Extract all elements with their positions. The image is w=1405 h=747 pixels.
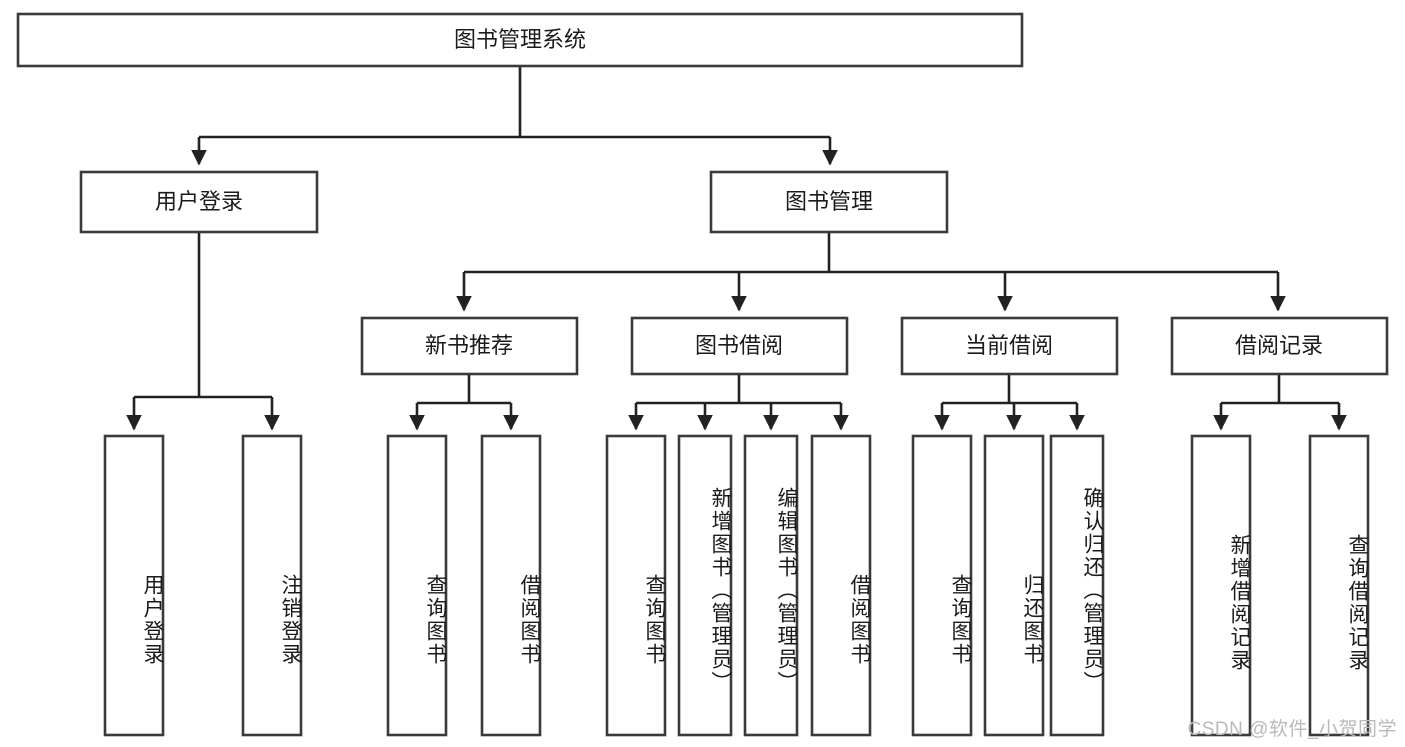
csdn-watermark: CSDN @软件_小贺同学: [1187, 719, 1397, 740]
node-user-login-label: 用户登录: [155, 189, 243, 214]
node-current-borrow-label: 当前借阅: [965, 333, 1053, 358]
node-book-manage-label: 图书管理: [785, 189, 873, 214]
node-leaf-return-book-box[interactable]: [983, 434, 1045, 737]
node-leaf-borrow-book-box[interactable]: [810, 434, 872, 737]
node-book-borrow-box[interactable]: [630, 316, 849, 376]
node-leaf-query-record-box[interactable]: [1308, 434, 1370, 737]
node-leaf-borrow-book-rec-box[interactable]: [480, 434, 542, 737]
node-leaf-confirm-return-box[interactable]: [1049, 434, 1105, 737]
node-current-borrow-box[interactable]: [900, 316, 1119, 376]
connector-group-borrow-record: [1213, 374, 1347, 431]
node-borrow-record-box[interactable]: [1170, 316, 1389, 376]
node-new-book-rec[interactable]: 新书推荐: [360, 316, 579, 376]
node-current-borrow[interactable]: 当前借阅: [900, 316, 1119, 376]
node-user-login-box[interactable]: [79, 170, 319, 234]
node-new-book-rec-box[interactable]: [360, 316, 579, 376]
leaf-box-group: [103, 434, 1370, 737]
connector-group-current-borrow: [934, 374, 1085, 431]
node-book-borrow-label: 图书借阅: [695, 333, 783, 358]
node-book-manage-box[interactable]: [709, 170, 949, 234]
node-root-box[interactable]: [16, 12, 1024, 68]
node-new-book-rec-label: 新书推荐: [425, 333, 513, 358]
node-leaf-query-book-rec-box[interactable]: [386, 434, 448, 737]
node-leaf-add-record-box[interactable]: [1190, 434, 1252, 737]
node-user-login[interactable]: 用户登录: [79, 170, 319, 234]
node-root-label: 图书管理系统: [454, 27, 586, 52]
node-borrow-record-label: 借阅记录: [1235, 333, 1323, 358]
node-borrow-record[interactable]: 借阅记录: [1170, 316, 1389, 376]
node-book-borrow[interactable]: 图书借阅: [630, 316, 849, 376]
node-leaf-edit-book-box[interactable]: [743, 434, 799, 737]
node-leaf-logout-box[interactable]: [241, 434, 303, 737]
node-leaf-query-book-cur-box[interactable]: [911, 434, 973, 737]
connector-group-user-login: [126, 232, 280, 431]
node-root[interactable]: 图书管理系统: [16, 12, 1024, 68]
node-leaf-user-login-box[interactable]: [103, 434, 165, 737]
connector-group-book-borrow: [628, 374, 849, 431]
connector-group-root: [191, 66, 838, 166]
connector-group-new-book-rec: [409, 374, 519, 431]
node-leaf-add-book-box[interactable]: [677, 434, 733, 737]
connector-group-book-manage: [456, 232, 1286, 312]
node-book-manage[interactable]: 图书管理: [709, 170, 949, 234]
node-leaf-query-book-borrow-box[interactable]: [605, 434, 667, 737]
